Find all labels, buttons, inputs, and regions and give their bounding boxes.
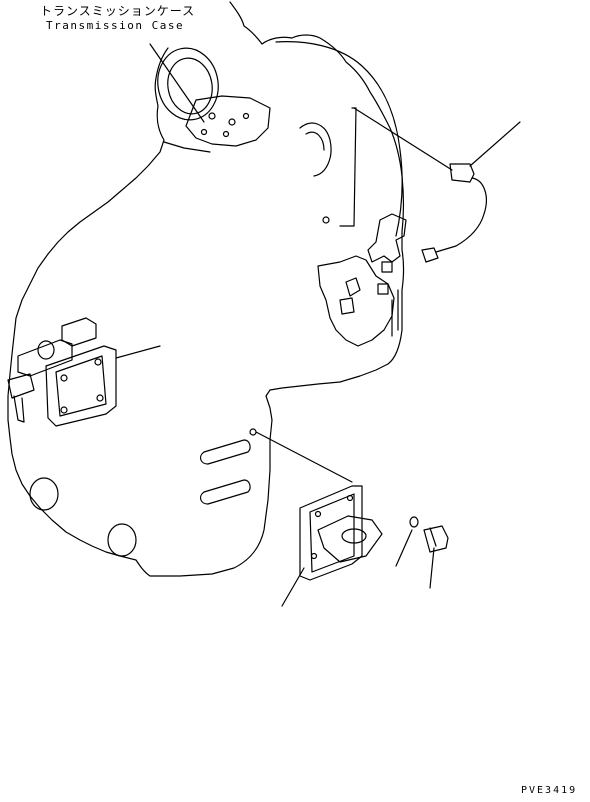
cover-bolt: [229, 119, 235, 125]
harness-plug: [422, 248, 438, 262]
cover-bolt: [224, 132, 229, 137]
bracket-bolt: [61, 375, 67, 381]
bracket-leader-line: [116, 346, 160, 358]
gear-housing-arc: [276, 42, 402, 236]
transmission-case-label-en: Transmission Case: [46, 19, 185, 32]
hydraulic-cylinder: [18, 340, 72, 376]
cover-bolt: [244, 114, 249, 119]
lower-round-opening: [108, 524, 136, 556]
control-valve-detail: [318, 256, 394, 346]
cover-bolt: [209, 113, 215, 119]
left-mount-bracket: [46, 346, 116, 426]
mount-leader-line: [256, 432, 352, 482]
valve-panel-hole: [323, 217, 329, 223]
drawing-code: PVE3419: [521, 785, 578, 796]
control-valve-block: [368, 214, 406, 262]
cylinder-clevis: [8, 374, 34, 422]
upper-round-opening: [152, 43, 224, 124]
bracket-bolt: [61, 407, 67, 413]
bracket-leader-line: [282, 568, 304, 606]
transmission-case-label-jp: トランスミッションケース: [40, 4, 196, 18]
bracket-bolt: [97, 395, 103, 401]
bolt: [424, 526, 448, 552]
bracket-bolt: [95, 359, 101, 365]
mount-slot: [201, 480, 251, 504]
washer-leader-line: [396, 530, 412, 566]
callout-leader-line: [150, 44, 204, 122]
support-bracket-hole: [342, 529, 366, 543]
sensor-harness-wire: [436, 178, 486, 252]
mount-slot: [201, 440, 251, 464]
sensor-leader-line: [470, 122, 520, 166]
valve-fitting: [346, 278, 360, 296]
valve-panel-line: [340, 108, 356, 226]
left-mount-bracket-face: [56, 356, 106, 416]
transmission-case-outline: [8, 2, 404, 576]
top-cover-plate: [186, 96, 270, 146]
valve-fitting: [378, 284, 388, 294]
support-bracket-bolt: [348, 496, 353, 501]
lower-round-opening: [30, 478, 58, 510]
cylinder-rod-head: [62, 318, 96, 346]
upper-round-opening-inner: [163, 55, 216, 118]
support-bracket-tab: [318, 516, 382, 562]
cylinder-end: [38, 341, 54, 359]
sensor-leader-line: [354, 108, 452, 170]
middle-round-opening: [300, 123, 331, 176]
mount-hole: [250, 429, 256, 435]
cover-bolt: [202, 130, 207, 135]
valve-fitting: [340, 298, 354, 314]
support-bracket-bolt: [312, 554, 317, 559]
bolt-leader-line: [430, 548, 434, 588]
sensor-connector: [450, 164, 474, 182]
valve-fitting: [382, 262, 392, 272]
support-bracket-face: [310, 494, 354, 572]
inner-step-line: [164, 142, 210, 152]
support-bracket: [300, 486, 362, 580]
washer: [410, 517, 418, 527]
middle-round-opening-inner: [306, 132, 324, 150]
support-bracket-bolt: [316, 512, 321, 517]
